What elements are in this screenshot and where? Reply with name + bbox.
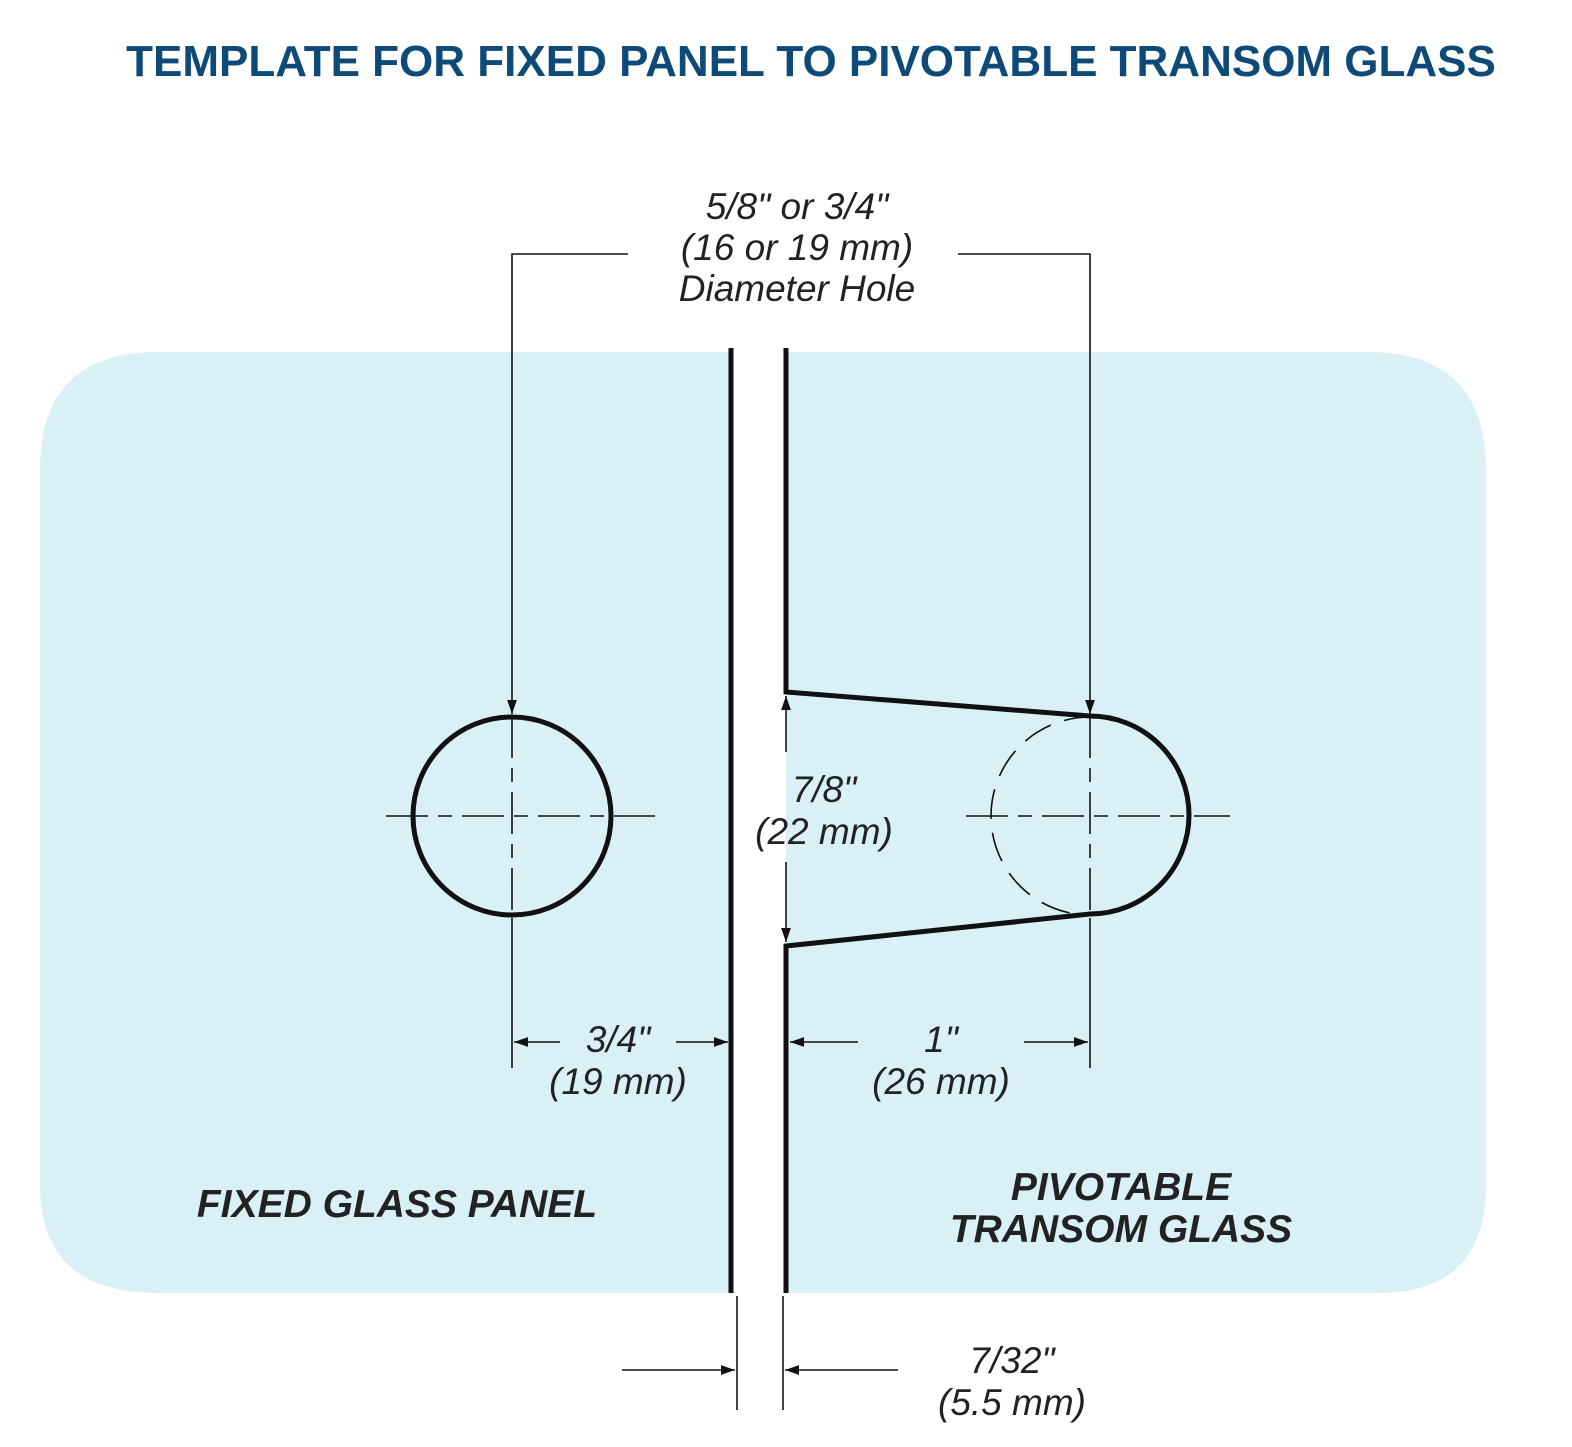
page-title: TEMPLATE FOR FIXED PANEL TO PIVOTABLE TR… <box>126 37 1496 86</box>
gap-metric: (5.5 mm) <box>938 1382 1086 1423</box>
fixed-glass-panel <box>40 352 730 1293</box>
transom-label-line2: TRANSOM GLASS <box>950 1208 1292 1251</box>
transom-offset-metric: (26 mm) <box>872 1061 1010 1102</box>
slot-height-imperial: 7/8" <box>792 769 858 810</box>
hole-note: 5/8" or 3/4" (16 or 19 mm) Diameter Hole <box>679 186 915 309</box>
transom-glass-panel <box>786 352 1486 1293</box>
fixed-panel-label: FIXED GLASS PANEL <box>197 1183 597 1226</box>
fixed-offset-imperial: 3/4" <box>586 1019 652 1060</box>
hole-note-line1: 5/8" or 3/4" <box>706 186 890 227</box>
fixed-offset-metric: (19 mm) <box>549 1061 687 1102</box>
transom-label-line1: PIVOTABLE <box>1011 1166 1232 1209</box>
hole-note-line2: (16 or 19 mm) <box>681 227 913 268</box>
transom-offset-imperial: 1" <box>924 1019 960 1060</box>
hole-leader-left <box>507 253 628 714</box>
transom-hole-centerlines <box>966 716 1230 916</box>
fixed-hole-centerlines <box>386 716 655 916</box>
hole-leader-right <box>958 253 1095 714</box>
hole-note-line3: Diameter Hole <box>679 268 915 309</box>
slot-height-metric: (22 mm) <box>755 811 893 852</box>
gap-imperial: 7/32" <box>969 1340 1056 1381</box>
